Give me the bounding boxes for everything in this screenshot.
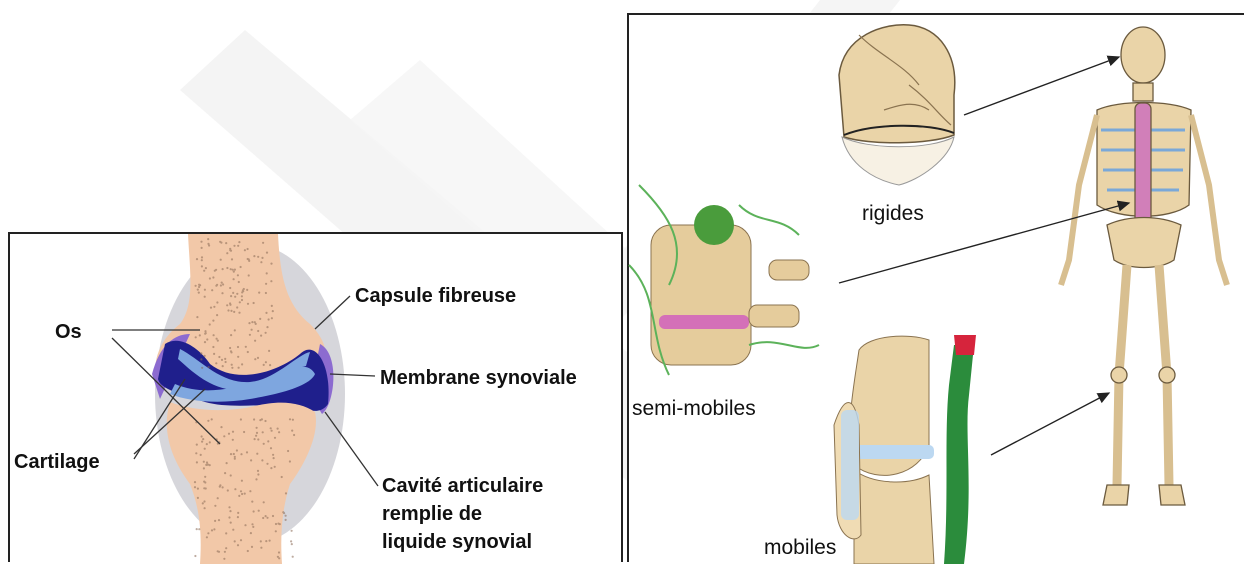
label-cavite-line3: liquide synovial	[382, 531, 532, 553]
label-cavite-line1: Cavité articulaire	[382, 475, 543, 497]
synovial-joint-panel: Os Capsule fibreuse Membrane synoviale C…	[8, 232, 623, 562]
label-os: Os	[55, 321, 82, 343]
label-mobiles: mobiles	[764, 536, 836, 559]
synovial-joint-diagram: Os Capsule fibreuse Membrane synoviale C…	[10, 234, 625, 564]
label-semi-mobiles: semi-mobiles	[632, 397, 756, 420]
joint-types-diagram: rigides semi-mobiles mobiles	[629, 15, 1244, 564]
skeleton-illustration	[1061, 27, 1227, 505]
label-membrane-synoviale: Membrane synoviale	[380, 367, 577, 389]
knee-illustration	[834, 335, 976, 564]
joint-types-panel: rigides semi-mobiles mobiles	[627, 13, 1244, 562]
vertebrae-illustration	[629, 185, 819, 375]
label-cavite-line2: remplie de	[382, 503, 482, 525]
skull-illustration	[839, 25, 955, 185]
label-rigides: rigides	[862, 202, 924, 225]
label-cartilage: Cartilage	[14, 451, 100, 473]
label-capsule-fibreuse: Capsule fibreuse	[355, 285, 516, 307]
